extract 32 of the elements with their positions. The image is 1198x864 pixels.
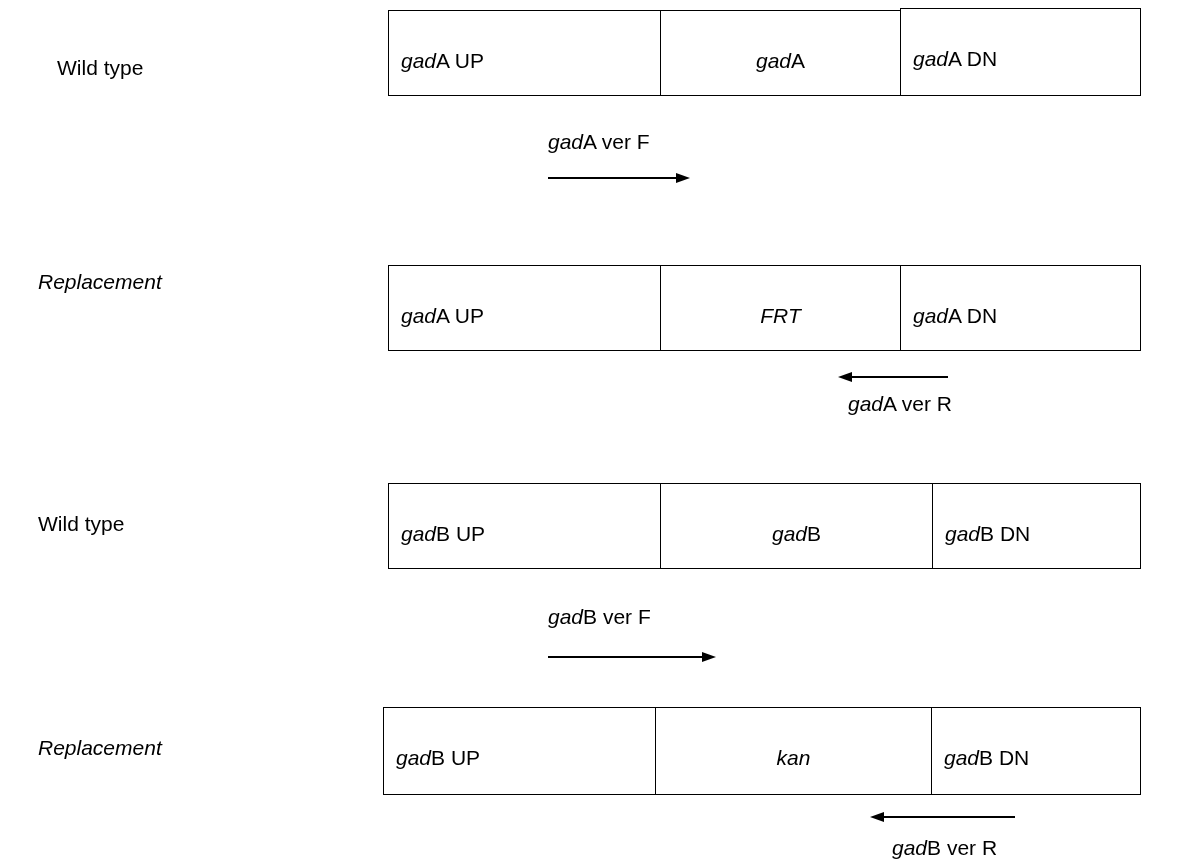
row-label: Replacement — [38, 736, 162, 760]
segment-label: gadA — [755, 49, 806, 73]
primer-label: gadB ver R — [892, 836, 998, 860]
gene-segment-box — [660, 483, 933, 569]
gene-segment-box — [388, 10, 661, 96]
segment-label: gadA DN — [913, 304, 998, 328]
gene-segment-box — [388, 265, 661, 351]
segment-label: gadB DN — [945, 522, 1031, 546]
gene-segment-box — [655, 707, 932, 795]
gene-segment-box — [383, 707, 656, 795]
primer-label: gadA ver R — [848, 392, 952, 416]
gene-segment-box — [931, 707, 1141, 795]
primer-label: gadB ver F — [548, 605, 651, 629]
segment-label: kan — [776, 746, 811, 770]
row-label: Wild type — [38, 512, 125, 536]
gene-segment-box — [900, 265, 1141, 351]
primer-label: gadA ver F — [548, 130, 650, 154]
gene-segment-box — [388, 483, 661, 569]
segment-label: gadB UP — [396, 746, 481, 770]
segment-label: FRT — [760, 304, 801, 328]
row-label: Replacement — [38, 270, 162, 294]
segment-label: gadA DN — [913, 47, 998, 71]
segment-label: gadB UP — [401, 522, 486, 546]
segment-label: gadB DN — [944, 746, 1030, 770]
segment-label: gadB — [771, 522, 822, 546]
gene-segment-box — [900, 8, 1141, 96]
segment-label: gadA UP — [401, 49, 484, 73]
gene-segment-box — [660, 10, 901, 96]
segment-label: gadA UP — [401, 304, 484, 328]
gene-segment-box — [932, 483, 1141, 569]
gene-segment-box — [660, 265, 901, 351]
row-label: Wild type — [57, 56, 144, 80]
